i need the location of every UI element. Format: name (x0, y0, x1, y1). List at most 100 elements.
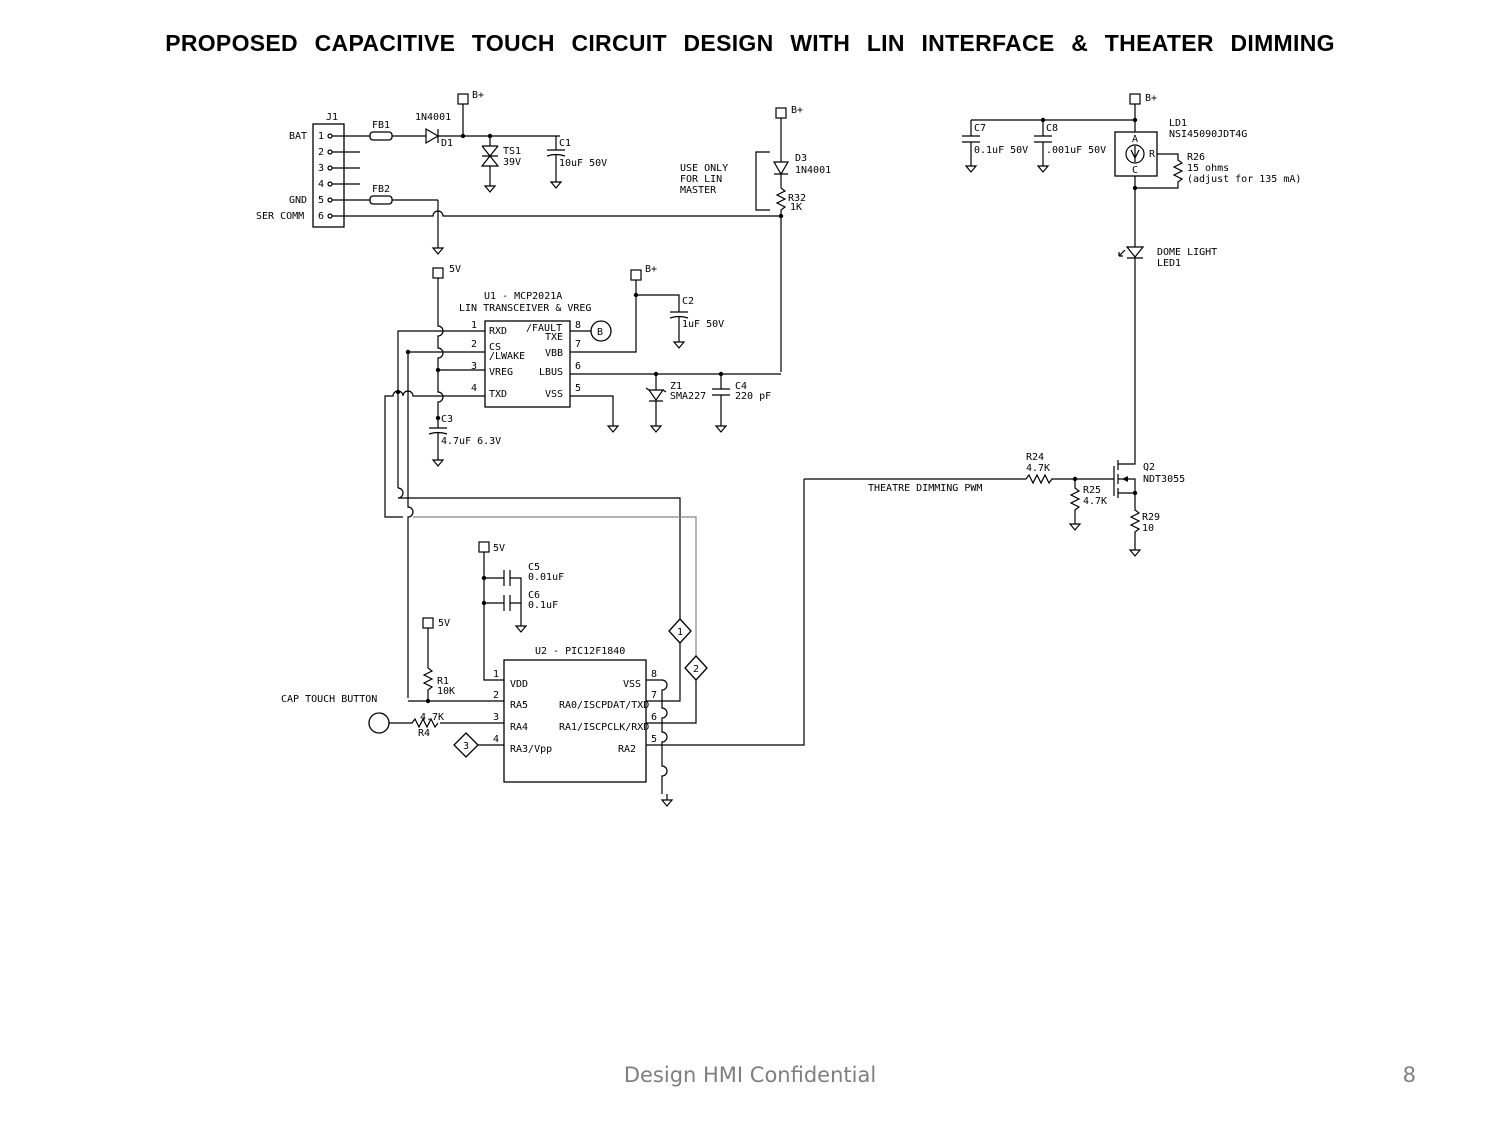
resistor-r32 (775, 187, 787, 216)
fault-marker (590, 320, 612, 342)
bat-input-circuit: FB1 1N4001 D1 B+ TS1 39V C1 10uF 50V (332, 90, 607, 193)
bplus-symbol (457, 93, 469, 105)
bplus-label-4: B+ (1145, 93, 1157, 104)
u1-pinnum-2: 2 (471, 339, 477, 350)
u2-pinnum-2: 2 (493, 690, 499, 701)
cap-touch-input: CAP TOUCH BUTTON 4.7K R4 (281, 694, 444, 739)
marker-2 (684, 655, 708, 681)
dome-led (1125, 176, 1145, 460)
u2-pin-vss: VSS (623, 679, 641, 690)
schematic-diagram: J1 1 2 3 4 5 6 BAT GND SER COMM FB1 1N40 (256, 90, 1301, 807)
c7-ref: C7 (974, 123, 986, 134)
fivev-label-2: 5V (493, 543, 505, 554)
q2-part: NDT3055 (1143, 474, 1185, 485)
c8-value: .001uF 50V (1046, 145, 1106, 156)
bplus-label-1: B+ (472, 90, 484, 101)
lin-master-circuit: B+ D3 1N4001 R32 1K USE ONLY FOR LIN MAS… (680, 105, 831, 216)
j1-pin-4: 4 (318, 179, 324, 190)
fb1-ref: FB1 (372, 120, 390, 131)
r4-ref: R4 (418, 728, 430, 739)
u1-pinnum-7: 7 (575, 339, 581, 350)
capacitor-c2: C2 1uF 50V (636, 294, 724, 349)
slide-title: PROPOSED CAPACITIVE TOUCH CIRCUIT DESIGN… (165, 30, 1335, 56)
ferrite-fb2 (369, 195, 393, 205)
u1-pinnum-3: 3 (471, 361, 477, 372)
u2-title: U2 - PIC12F1840 (535, 646, 625, 657)
r26-value: 15 ohms (1187, 163, 1229, 174)
fivev-label-1: 5V (449, 264, 461, 275)
c2-value: 1uF 50V (682, 319, 724, 330)
led-label-2: LED1 (1157, 258, 1181, 269)
label-ser-comm: SER COMM (256, 211, 304, 222)
r29-value: 10 (1142, 523, 1154, 534)
page-number: 8 (1402, 1063, 1416, 1087)
tvs-ts1 (480, 145, 500, 167)
q2-ref: Q2 (1143, 462, 1155, 473)
u2-pin-ra4: RA4 (510, 722, 528, 733)
resistor-r1: 5V R1 10K (422, 617, 455, 704)
u2-microcontroller: U2 - PIC12F1840 VDD RA5 RA4 RA3/Vpp VSS … (408, 479, 805, 807)
mosfet-q2 (1113, 460, 1136, 498)
c3-value: 4.7uF 6.3V (441, 436, 501, 447)
fivev-label-3: 5V (438, 618, 450, 629)
ld1-regulator (1114, 131, 1158, 177)
u2-pin-ra1: RA1/ISCPCLK/RXD (559, 722, 649, 733)
lin-note-2: FOR LIN (680, 174, 722, 185)
resistor-r4 (389, 717, 439, 729)
c6-ref: C6 (528, 590, 540, 601)
r32-ref: R32 (788, 193, 806, 204)
u1-pin-lwake: /LWAKE (489, 351, 525, 362)
u1-pinnum-6: 6 (575, 361, 581, 372)
c4-value: 220 pF (735, 391, 771, 402)
c4-ref: C4 (735, 381, 747, 392)
r4-value: 4.7K (420, 712, 444, 723)
marker-1 (668, 618, 692, 644)
bplus-label-3: B+ (645, 264, 657, 275)
gnd-input-circuit: FB2 (332, 184, 444, 255)
led-label-1: DOME LIGHT (1157, 247, 1217, 258)
ld1-part: NSI45090JDT4G (1169, 129, 1247, 140)
capacitor-c1 (546, 149, 566, 157)
c8-ref: C8 (1046, 123, 1058, 134)
u2-pinnum-1: 1 (493, 669, 499, 680)
d3-part: 1N4001 (795, 165, 831, 176)
u1-pin-txe: TXE (545, 332, 563, 343)
u1-pin-rxd: RXD (489, 326, 507, 337)
u2-pinnum-3: 3 (493, 712, 499, 723)
u1-pinnum-1: 1 (471, 320, 477, 331)
u2-pin-ra0: RA0/ISCPDAT/TXD (559, 700, 649, 711)
pwm-label: THEATRE DIMMING PWM (868, 483, 982, 494)
c3-ref: C3 (441, 414, 453, 425)
d1-ref: D1 (441, 138, 453, 149)
footer-confidential: Design HMI Confidential (623, 1063, 877, 1087)
cap-touch-label: CAP TOUCH BUTTON (281, 694, 377, 705)
u1-pin-cs: CS (489, 342, 501, 353)
r25-ref: R25 (1083, 485, 1101, 496)
j1-pin-6: 6 (318, 211, 324, 222)
z1-value: SMA227 (670, 391, 706, 402)
label-bat: BAT (289, 131, 307, 142)
ser-comm-line (332, 210, 784, 372)
u2-pin-vdd: VDD (510, 679, 528, 690)
u1-subtitle: LIN TRANSCEIVER & VREG (459, 303, 591, 314)
u2-pin-ra2: RA2 (618, 744, 636, 755)
r1-ref: R1 (437, 676, 449, 687)
u2-pin-ra3: RA3/Vpp (510, 744, 552, 755)
ld1-pin-r: R (1149, 149, 1156, 160)
cap-touch-button-pad (368, 712, 390, 734)
j1-pin-2: 2 (318, 147, 324, 158)
u2-pin-ra5: RA5 (510, 700, 528, 711)
marker-3 (453, 732, 479, 758)
connector-j1: J1 1 2 3 4 5 6 BAT GND SER COMM (256, 112, 360, 228)
ld1-pin-c: C (1132, 165, 1138, 176)
u1-pin-lbus: LBUS (539, 367, 563, 378)
u1-pin-vss: VSS (545, 389, 563, 400)
r32-value: 1K (790, 202, 802, 213)
ts1-ref: TS1 (503, 146, 521, 157)
zener-z1: Z1 SMA227 (645, 374, 706, 433)
label-gnd: GND (289, 195, 307, 206)
r24-ref: R24 (1026, 452, 1044, 463)
net-markers: 1 2 3 (453, 618, 708, 758)
ld1-pin-a: A (1132, 134, 1138, 145)
